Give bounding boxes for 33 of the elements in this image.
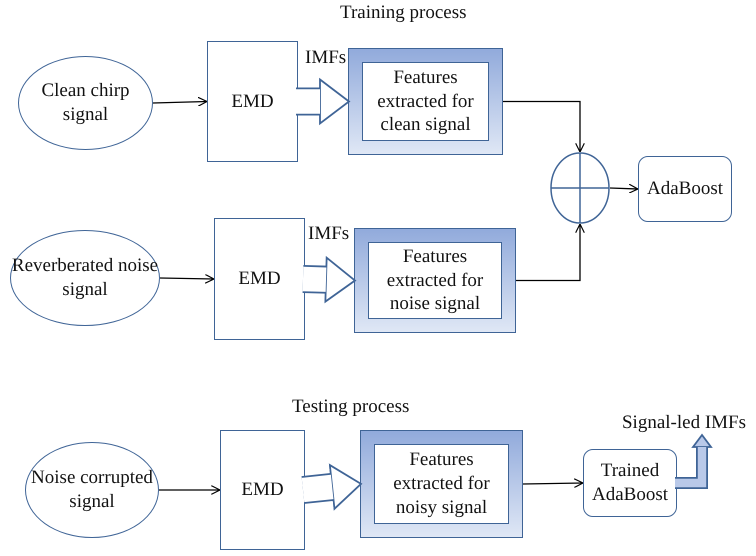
- process-box: [207, 41, 298, 162]
- feature-box: [348, 48, 503, 155]
- feature-box: [360, 430, 523, 538]
- output-text: Signal-led IMFs: [622, 411, 746, 435]
- arrow: [503, 100, 586, 153]
- node-text: AdaBoost: [647, 177, 723, 201]
- arrow: [160, 274, 215, 284]
- node-text: Noise corrupted signal: [30, 466, 154, 514]
- ellipse-node: [25, 442, 159, 538]
- rounded-box: [583, 449, 677, 517]
- node-text: EMD: [238, 267, 281, 291]
- arrow: [522, 478, 584, 488]
- summing-junction: [550, 152, 610, 224]
- process-box: [220, 430, 305, 550]
- ellipse-node: [18, 56, 153, 150]
- node-text: EMD: [241, 478, 284, 502]
- node-text: Features extracted for noisy signal: [392, 448, 491, 520]
- node-text: Features extracted for clean signal: [376, 66, 475, 138]
- node-text: EMD: [231, 90, 274, 114]
- section-title: Training process: [340, 2, 466, 24]
- feature-box: [354, 228, 516, 333]
- arrow: [152, 96, 208, 107]
- node-text: Trained AdaBoost: [591, 459, 669, 507]
- ellipse-node: [10, 230, 160, 326]
- node-text: Reverberated noise signal: [11, 254, 159, 302]
- arrow: [610, 184, 639, 194]
- rounded-box: [638, 156, 732, 222]
- arrow: [159, 484, 221, 496]
- section-title: Testing process: [292, 396, 410, 418]
- node-text: Features extracted for noise signal: [386, 244, 484, 316]
- node-text: Clean chirp signal: [40, 79, 131, 127]
- process-box: [214, 218, 305, 340]
- arrow: [516, 223, 586, 282]
